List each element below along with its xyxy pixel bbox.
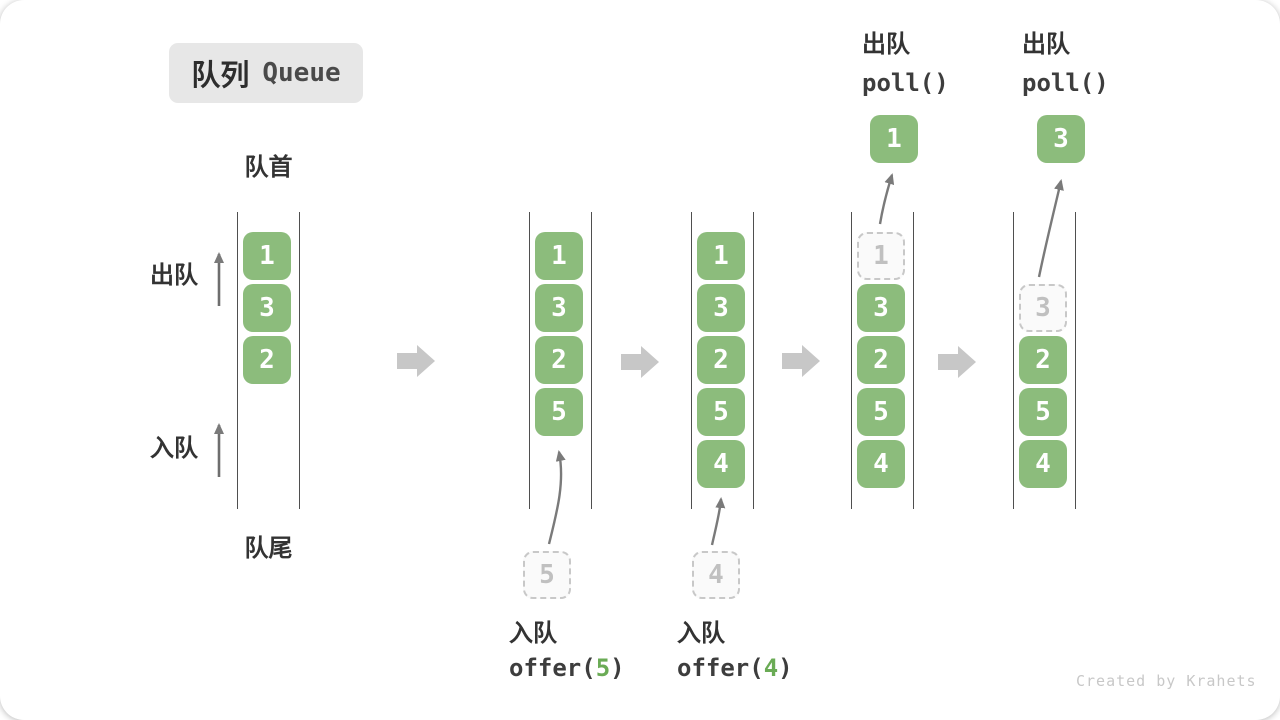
- queue-column-3: 1 3 2 5 4: [691, 212, 754, 509]
- queue-cell: 1: [243, 232, 291, 280]
- staged-cell: 4: [692, 551, 740, 599]
- queue-column-5: 3 2 5 4: [1013, 212, 1076, 509]
- queue-cell: 3: [857, 284, 905, 332]
- queue-cell: 1: [697, 232, 745, 280]
- enqueue-op-code: offer(4): [677, 654, 793, 682]
- poll-op-code: poll(): [1022, 69, 1109, 97]
- enqueue-arg: 5: [595, 654, 611, 682]
- label-queue-front: 队首: [244, 154, 293, 181]
- queue-cell: 2: [697, 336, 745, 384]
- queue-cell: 2: [1019, 336, 1067, 384]
- poll-op-label: 出队 poll(): [1022, 30, 1109, 98]
- queue-cell: 1: [535, 232, 583, 280]
- watermark-credit: Created by Krahets: [1076, 672, 1257, 690]
- title-badge: 队列 Queue: [169, 43, 363, 103]
- flow-arrow-icon: [397, 345, 435, 377]
- title-zh: 队列: [191, 60, 250, 92]
- queue-cell: 4: [857, 440, 905, 488]
- queue-column-1: 1 3 2: [237, 212, 300, 509]
- flow-arrow-icon: [938, 346, 976, 378]
- label-dequeue: 出队: [150, 262, 198, 289]
- queue-column-4: 1 3 2 5 4: [851, 212, 914, 509]
- queue-cell: 3: [697, 284, 745, 332]
- queue-cell: 5: [857, 388, 905, 436]
- poll-op-zh: 出队: [862, 31, 910, 58]
- poll-result-cell: 3: [1037, 115, 1085, 163]
- queue-cell: 4: [1019, 440, 1067, 488]
- enqueue-op-code: offer(5): [509, 654, 625, 682]
- label-queue-rear: 队尾: [244, 535, 293, 562]
- queue-cell: 5: [535, 388, 583, 436]
- queue-cell: 5: [1019, 388, 1067, 436]
- ghost-cell: 1: [857, 232, 905, 280]
- poll-result-cell: 1: [870, 115, 918, 163]
- queue-column-2: 1 3 2 5: [529, 212, 592, 509]
- poll-op-zh: 出队: [1022, 31, 1070, 58]
- flow-arrow-icon: [782, 345, 820, 377]
- label-enqueue: 入队: [150, 435, 198, 462]
- poll-op-code: poll(): [862, 69, 949, 97]
- enqueue-op-zh: 入队: [677, 620, 725, 647]
- staged-cell: 5: [523, 551, 571, 599]
- flow-arrow-icon: [621, 346, 659, 378]
- enqueue-op-label: 入队 offer(5): [509, 619, 625, 683]
- queue-cell: 2: [535, 336, 583, 384]
- ghost-cell: 3: [1019, 284, 1067, 332]
- queue-cell: 4: [697, 440, 745, 488]
- enqueue-arg: 4: [763, 654, 779, 682]
- enqueue-op-label: 入队 offer(4): [677, 619, 793, 683]
- queue-cell: 5: [697, 388, 745, 436]
- enqueue-op-zh: 入队: [509, 620, 557, 647]
- title-en: Queue: [262, 58, 341, 88]
- queue-cell: 3: [535, 284, 583, 332]
- queue-cell: 3: [243, 284, 291, 332]
- queue-cell: 2: [243, 336, 291, 384]
- queue-cell: 2: [857, 336, 905, 384]
- poll-op-label: 出队 poll(): [862, 30, 949, 98]
